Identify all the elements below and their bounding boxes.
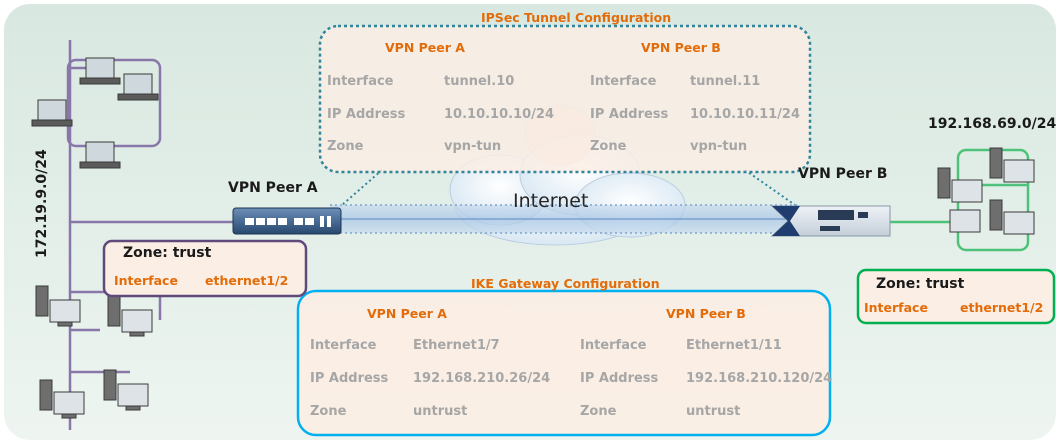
internet-label: Internet bbox=[513, 190, 589, 212]
right-zone-title: Zone: trust bbox=[876, 276, 965, 292]
ipsec-b-zone-label: Zone bbox=[590, 139, 627, 154]
ike-peer-a-heading: VPN Peer A bbox=[367, 306, 447, 321]
ike-peer-b-heading: VPN Peer B bbox=[666, 306, 746, 321]
ike-a-zone-label: Zone bbox=[310, 404, 347, 419]
left-zone-interface-label: Interface bbox=[114, 273, 178, 288]
right-network-label: 192.168.69.0/24 bbox=[928, 116, 1057, 132]
ipsec-b-zone-value: vpn-tun bbox=[690, 139, 748, 154]
right-zone-interface-label: Interface bbox=[864, 300, 928, 315]
ipsec-a-interface-label: Interface bbox=[327, 74, 394, 89]
left-zone-title: Zone: trust bbox=[123, 245, 212, 261]
ike-b-interface-value: Ethernet1/11 bbox=[686, 338, 782, 353]
ipsec-b-interface-label: Interface bbox=[590, 74, 657, 89]
ike-title: IKE Gateway Configuration bbox=[471, 276, 660, 291]
left-zone-interface-value: ethernet1/2 bbox=[205, 273, 289, 288]
left-desktop-icons bbox=[35, 285, 153, 419]
right-desktop-icons bbox=[937, 147, 1035, 235]
ipsec-a-zone-label: Zone bbox=[327, 139, 364, 154]
ipsec-a-interface-value: tunnel.10 bbox=[444, 74, 515, 89]
ike-config-box bbox=[296, 289, 832, 437]
firewall-b-device bbox=[770, 205, 891, 237]
ipsec-a-zone-value: vpn-tun bbox=[444, 139, 502, 154]
ipsec-a-ip-value: 10.10.10.10/24 bbox=[444, 107, 555, 122]
firewall-b-label: VPN Peer B bbox=[798, 166, 888, 182]
left-zone-box bbox=[102, 239, 308, 298]
right-zone-box bbox=[856, 268, 1056, 325]
firewall-a-device bbox=[232, 207, 342, 235]
ike-b-ip-value: 192.168.210.120/24 bbox=[686, 371, 833, 386]
ipsec-config-box bbox=[318, 24, 812, 174]
ike-a-ip-label: IP Address bbox=[310, 371, 389, 386]
right-zone-interface-value: ethernet1/2 bbox=[960, 300, 1044, 315]
ipsec-peer-b-heading: VPN Peer B bbox=[641, 40, 721, 55]
ipsec-b-interface-value: tunnel.11 bbox=[690, 74, 761, 89]
ipsec-a-ip-label: IP Address bbox=[327, 107, 406, 122]
ike-a-zone-value: untrust bbox=[413, 404, 468, 419]
ike-a-ip-value: 192.168.210.26/24 bbox=[413, 371, 551, 386]
ike-b-interface-label: Interface bbox=[580, 338, 647, 353]
ike-b-zone-label: Zone bbox=[580, 404, 617, 419]
left-network-label: 172.19.9.0/24 bbox=[34, 149, 50, 258]
ipsec-peer-a-heading: VPN Peer A bbox=[385, 40, 465, 55]
vpn-tunnel bbox=[330, 204, 800, 234]
ike-b-zone-value: untrust bbox=[686, 404, 741, 419]
left-laptop-icons bbox=[31, 57, 159, 169]
ipsec-b-ip-value: 10.10.10.11/24 bbox=[690, 107, 801, 122]
ipsec-b-ip-label: IP Address bbox=[590, 107, 669, 122]
ike-a-interface-label: Interface bbox=[310, 338, 377, 353]
ipsec-title: IPSec Tunnel Configuration bbox=[481, 10, 672, 25]
firewall-a-label: VPN Peer A bbox=[228, 180, 318, 196]
ike-b-ip-label: IP Address bbox=[580, 371, 659, 386]
ipsec-callout-lines bbox=[341, 169, 796, 206]
ike-a-interface-value: Ethernet1/7 bbox=[413, 338, 500, 353]
